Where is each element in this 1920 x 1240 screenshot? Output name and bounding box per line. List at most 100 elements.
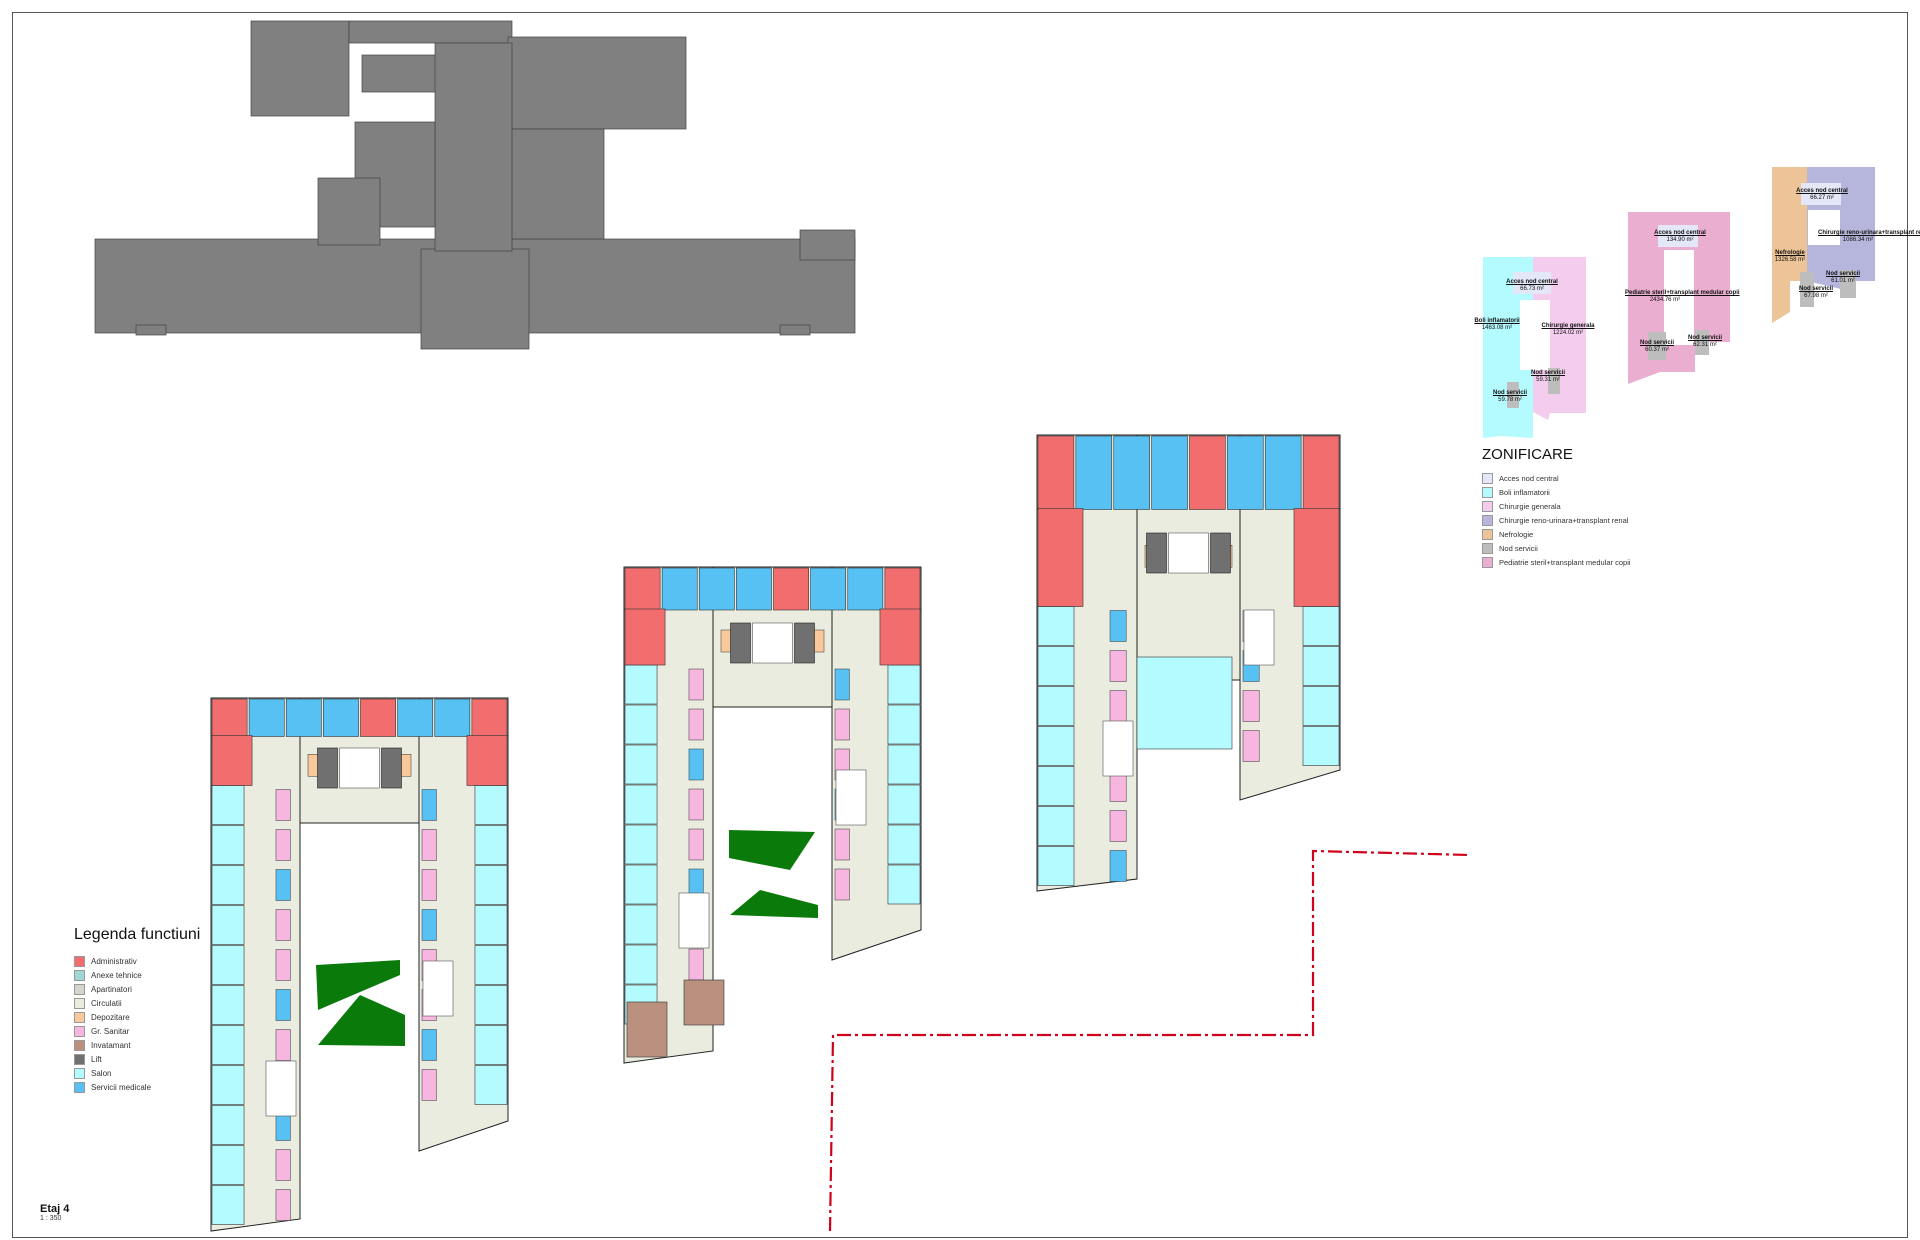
legend-swatch bbox=[1482, 500, 1493, 512]
lift bbox=[1146, 532, 1167, 574]
zone-label: Pediatrie steril+transplant medular copi… bbox=[1625, 290, 1740, 304]
legend-item: Invatamant bbox=[74, 1038, 200, 1052]
lift bbox=[317, 747, 338, 789]
legend-item: Salon bbox=[74, 1066, 200, 1080]
top-room bbox=[847, 567, 884, 611]
salon-room bbox=[211, 1145, 245, 1185]
top-room bbox=[1227, 435, 1264, 510]
zone-area-value: 62.31 m² bbox=[1693, 342, 1717, 348]
legend-item: Apartinatori bbox=[74, 982, 200, 996]
room bbox=[275, 989, 291, 1021]
stair bbox=[678, 892, 710, 949]
salon-room bbox=[1302, 646, 1340, 686]
room bbox=[421, 829, 437, 861]
room bbox=[421, 789, 437, 821]
zone-area bbox=[1840, 270, 1856, 298]
site-massing bbox=[94, 20, 856, 350]
salon-room bbox=[211, 985, 245, 1025]
zone-name: Boli inflamatorii bbox=[1474, 318, 1520, 324]
legend-swatch bbox=[74, 1039, 85, 1051]
salon-room bbox=[1136, 656, 1233, 750]
admin-room bbox=[879, 608, 921, 666]
top-room bbox=[285, 698, 322, 737]
courtyard-planting bbox=[730, 890, 818, 918]
zone-name: Pediatrie steril+transplant medular copi… bbox=[1625, 290, 1740, 296]
room bbox=[1109, 690, 1127, 722]
zone-area bbox=[1533, 257, 1586, 420]
zone-name: Nod servicii bbox=[1639, 340, 1674, 346]
zone-name: Chirurgie generala bbox=[1541, 323, 1595, 329]
legend-item: Anexe tehnice bbox=[74, 968, 200, 982]
salon-room bbox=[887, 744, 921, 785]
top-room bbox=[211, 698, 248, 737]
zone-area-value: 1086.34 m² bbox=[1842, 237, 1874, 243]
legend-swatch bbox=[1482, 528, 1493, 540]
salon-room bbox=[474, 865, 508, 905]
legend-item: Circulatii bbox=[74, 996, 200, 1010]
legend-item: Administrativ bbox=[74, 954, 200, 968]
zone-area bbox=[1648, 332, 1666, 360]
legend-swatch bbox=[1482, 486, 1493, 498]
legend-label: Lift bbox=[91, 1054, 102, 1064]
stair bbox=[1243, 609, 1275, 666]
legend-swatch bbox=[1482, 542, 1493, 554]
building-massing bbox=[779, 324, 811, 336]
salon-room bbox=[1037, 686, 1075, 726]
salon-room bbox=[624, 664, 658, 705]
legend-label: Anexe tehnice bbox=[91, 970, 142, 980]
legend-label: Boli inflamatorii bbox=[1499, 487, 1550, 497]
salon-room bbox=[624, 904, 658, 945]
legend-label: Chirurgie reno-urinara+transplant renal bbox=[1499, 515, 1629, 525]
room bbox=[421, 1069, 437, 1101]
legend-swatch bbox=[74, 1053, 85, 1065]
top-room bbox=[661, 567, 698, 611]
legend-swatch bbox=[74, 1067, 85, 1079]
legend-swatch bbox=[74, 997, 85, 1009]
salon-room bbox=[211, 825, 245, 865]
zone-area-value: 61.01 m² bbox=[1831, 278, 1855, 284]
room bbox=[688, 708, 704, 741]
stair bbox=[422, 960, 454, 1017]
building-massing bbox=[317, 177, 381, 246]
salon-room bbox=[211, 1105, 245, 1145]
sheet-title-block: Etaj 4 1 : 350 bbox=[40, 1203, 69, 1222]
building-massing bbox=[420, 248, 530, 350]
salon-room bbox=[474, 785, 508, 825]
room bbox=[1109, 650, 1127, 682]
legend-label: Administrativ bbox=[91, 956, 137, 966]
zone-area-value: 1224.02 m² bbox=[1552, 330, 1584, 336]
top-room bbox=[360, 698, 396, 737]
salon-room bbox=[1302, 686, 1340, 726]
room bbox=[275, 829, 291, 861]
room bbox=[275, 1189, 291, 1221]
zone-name: Nod servicii bbox=[1825, 271, 1860, 277]
top-room bbox=[736, 567, 772, 611]
zoning-legend-title: ZONIFICARE bbox=[1482, 446, 1573, 463]
room bbox=[275, 869, 291, 901]
room bbox=[688, 668, 704, 701]
room bbox=[1242, 730, 1260, 762]
zoning-diagrams bbox=[1483, 167, 1875, 438]
legend-title: Legenda functiuni bbox=[74, 926, 201, 943]
salon-room bbox=[624, 744, 658, 785]
legend-item: Boli inflamatorii bbox=[1482, 485, 1631, 499]
zone-name: Chirurgie reno-urinara+transplant renal bbox=[1818, 230, 1920, 236]
room bbox=[275, 789, 291, 821]
legend-label: Nod servicii bbox=[1499, 543, 1538, 553]
floor-plans bbox=[210, 434, 1341, 1232]
zone-area-value: 2434.76 m² bbox=[1649, 297, 1681, 303]
salon-room bbox=[624, 784, 658, 825]
legend-item: Lift bbox=[74, 1052, 200, 1066]
room bbox=[688, 788, 704, 821]
zone-area bbox=[1658, 225, 1698, 247]
stair bbox=[1168, 532, 1209, 574]
courtyard-void bbox=[1664, 250, 1694, 345]
room bbox=[275, 1149, 291, 1181]
salon-room bbox=[887, 704, 921, 745]
